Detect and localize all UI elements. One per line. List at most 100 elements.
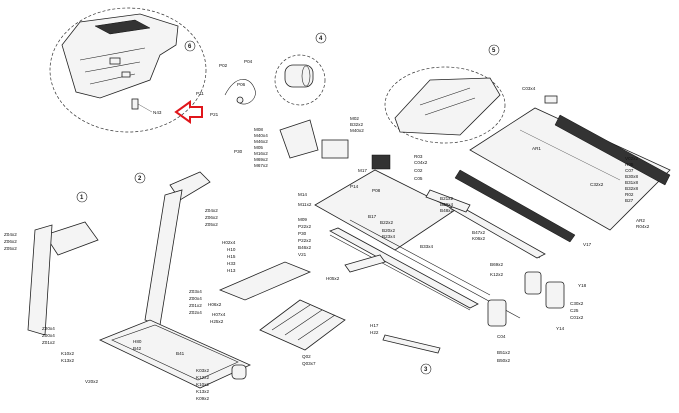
- label-M02: M02: [350, 116, 359, 121]
- motor-controller: [321, 139, 349, 159]
- label-B48x2: B48x2: [440, 208, 453, 213]
- label-K13x2: K13x2: [61, 358, 74, 363]
- wire-harness-group: P02 P04 P11 P06 P21: [196, 59, 256, 117]
- label-AR2: AR2: [636, 218, 645, 223]
- label-P04: P04: [244, 59, 253, 64]
- label-M40x4: M40x4: [254, 133, 268, 138]
- label-N43: N43: [153, 110, 162, 115]
- label-Z06x2L: Z06x2: [4, 239, 17, 244]
- deck-group: V02x2 R05 C07 B30x8 B31x8 B32x8 R02 B27 …: [454, 86, 671, 247]
- label-H05x2: H05x2: [326, 276, 340, 281]
- label-C03x4: C03x4: [522, 86, 536, 91]
- console-housing: [61, 13, 179, 99]
- label-V02x2: V02x2: [625, 156, 638, 161]
- incline-link: [382, 334, 441, 354]
- label-K10x2: K10x2: [61, 351, 74, 356]
- label-V20x2: V20x2: [85, 379, 98, 384]
- label-R02: R02: [625, 192, 634, 197]
- base-frame: [99, 319, 251, 389]
- incline-motor-frame: [218, 261, 312, 301]
- front-bracket: [544, 95, 558, 104]
- label-M05: M05: [254, 145, 263, 150]
- label-R04x2: R04x2: [636, 224, 650, 229]
- callout-5: 5: [492, 48, 496, 54]
- console-button: [109, 57, 121, 65]
- label-K13x2b: K13x2: [196, 389, 209, 394]
- callout-2: 2: [138, 176, 142, 182]
- label-C30x2: C30x2: [570, 301, 584, 306]
- callout-1: 1: [80, 195, 84, 201]
- label-C04: C04: [497, 334, 506, 339]
- label-B31x8: B31x8: [625, 180, 638, 185]
- label-Z00x4: Z00x4: [189, 296, 202, 301]
- label-C07: C07: [625, 168, 634, 173]
- label-H17: H17: [370, 323, 379, 328]
- label-B50x2: B50x2: [497, 358, 510, 363]
- label-K03x2: K03x2: [196, 368, 209, 373]
- frame-rail-left: [329, 227, 479, 309]
- label-K12x2: K12x2: [490, 272, 503, 277]
- label-B69x2: B69x2: [490, 262, 503, 267]
- label-B21x2: B21x2: [440, 196, 453, 201]
- label-M08: M08: [254, 127, 263, 132]
- label-R03: R03: [414, 154, 423, 159]
- label-M16x2: M16x2: [254, 151, 268, 156]
- label-Z04x2L: Z04x2: [4, 232, 17, 237]
- left-upright-group: 1 Z04x2 Z06x2 Z05x2 Z20x4 Z00x4 Z01x2: [4, 191, 99, 345]
- label-P21: P21: [210, 112, 219, 117]
- console-detail-group: N43 6: [49, 7, 207, 133]
- console-clip: [131, 98, 139, 110]
- label-Y18: Y18: [578, 283, 587, 288]
- right-upright-group: 2 Z04x2 Z06x2 Z05x2 Z03x4 Z00x4 Z01x2 Z0…: [134, 171, 218, 326]
- label-Z04x2: Z04x2: [205, 208, 218, 213]
- upright-left: [27, 224, 53, 336]
- label-P14: P14: [350, 184, 359, 189]
- label-K12x2b: K12x2: [196, 375, 209, 380]
- label-C05: C05: [414, 176, 423, 181]
- label-M69x2: M69x2: [254, 157, 268, 162]
- label-K10x2b: K10x2: [196, 382, 209, 387]
- main-frame-group: M08 M40x4 M46x2 M05 M16x2 M69x2 M67x2 P3…: [234, 116, 587, 363]
- label-P30b: P30: [298, 231, 307, 236]
- roller-group: 4: [274, 32, 327, 106]
- label-B22x2: B22x2: [380, 220, 393, 225]
- callout-4: 4: [319, 36, 323, 42]
- label-H22: H22: [370, 330, 379, 335]
- label-M14: M14: [298, 192, 307, 197]
- label-Q03x7: Q03x7: [302, 361, 316, 366]
- label-Z20x4: Z20x4: [42, 326, 55, 331]
- label-P30: P30: [234, 149, 243, 154]
- label-K09x2: K09x2: [196, 396, 209, 401]
- label-C04x2: C04x2: [414, 160, 428, 165]
- label-M11x2: M11x2: [298, 202, 312, 207]
- label-B30x8: B30x8: [625, 174, 638, 179]
- console-slot: [121, 71, 131, 78]
- base-frame-group: K10x2 K13x2 V20x2 H80 B42 B41 K03x2 K12x…: [61, 319, 251, 401]
- label-M17: M17: [358, 168, 367, 173]
- label-H15: H15: [227, 254, 236, 259]
- label-Z05x2L: Z05x2: [4, 246, 17, 251]
- label-P22x2b: P22x2: [298, 238, 311, 243]
- label-B20x2: B20x2: [382, 228, 395, 233]
- highlight-arrow: [174, 100, 203, 124]
- bottom-tray: [259, 299, 346, 351]
- label-V17: V17: [583, 242, 592, 247]
- roller: [284, 64, 314, 88]
- callout-circle-6: [184, 40, 196, 52]
- label-C32x2: C32x2: [590, 182, 604, 187]
- label-AR1: AR1: [532, 146, 541, 151]
- side-rail-left: [454, 169, 576, 243]
- upright-right: [144, 189, 183, 326]
- label-B32x8: B32x8: [625, 186, 638, 191]
- label-H80: H80: [133, 339, 142, 344]
- label-B27: B27: [625, 198, 634, 203]
- label-P06: P06: [237, 82, 246, 87]
- label-P11: P11: [196, 91, 204, 96]
- label-C25: C25: [570, 308, 579, 313]
- label-Z01x2: Z01x2: [189, 303, 202, 308]
- label-H02x4: H02x4: [222, 240, 236, 245]
- incline-motor-group: H02x4 H10 H15 H33 H13 H05x2 H07x4 H25x2 …: [208, 240, 346, 366]
- handlebar-left: [44, 221, 99, 256]
- label-Y14: Y14: [556, 326, 565, 331]
- motor-hood-group: 5: [384, 44, 506, 144]
